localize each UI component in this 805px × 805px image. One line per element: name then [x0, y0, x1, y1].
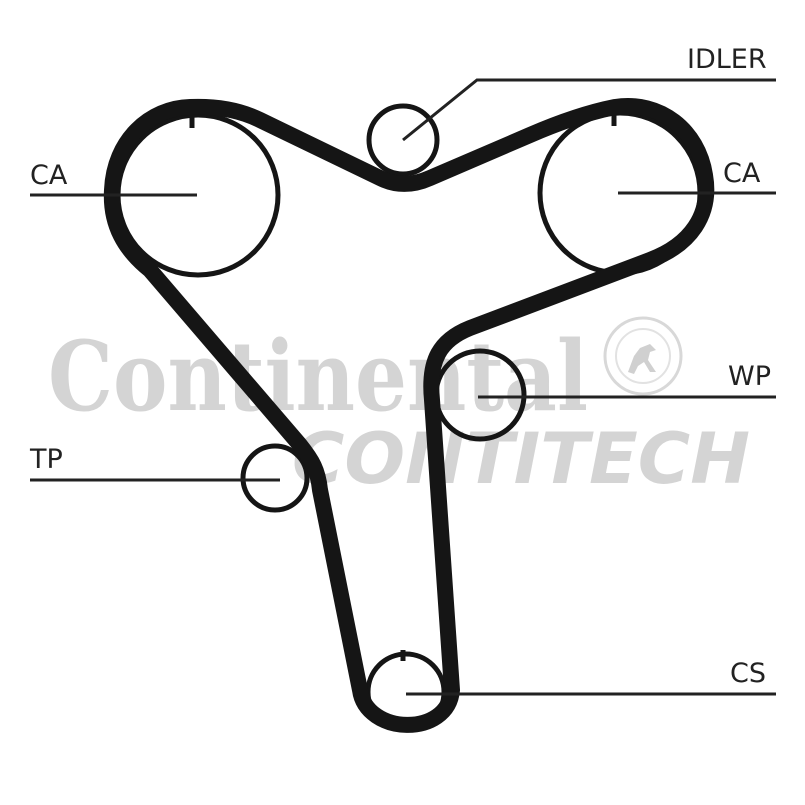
label-idler: IDLER — [687, 44, 767, 75]
idler-pulley — [366, 103, 440, 177]
timing-belt — [103, 98, 715, 733]
label-tp: TP — [29, 444, 63, 475]
watermark-brand-continental: Continental — [48, 320, 588, 433]
leader-lines — [30, 78, 776, 696]
watermark-brand-contitech: CONTITECH — [292, 418, 750, 500]
label-ca-left: CA — [30, 160, 68, 191]
label-ca-right: CA — [723, 158, 761, 189]
label-wp: WP — [728, 361, 771, 392]
label-cs: CS — [730, 658, 766, 689]
horse-emblem-icon — [603, 316, 683, 396]
watermark: Continental CONTITECH — [48, 316, 750, 500]
tensioner-pulley — [240, 443, 310, 513]
leader-idler — [402, 78, 776, 142]
